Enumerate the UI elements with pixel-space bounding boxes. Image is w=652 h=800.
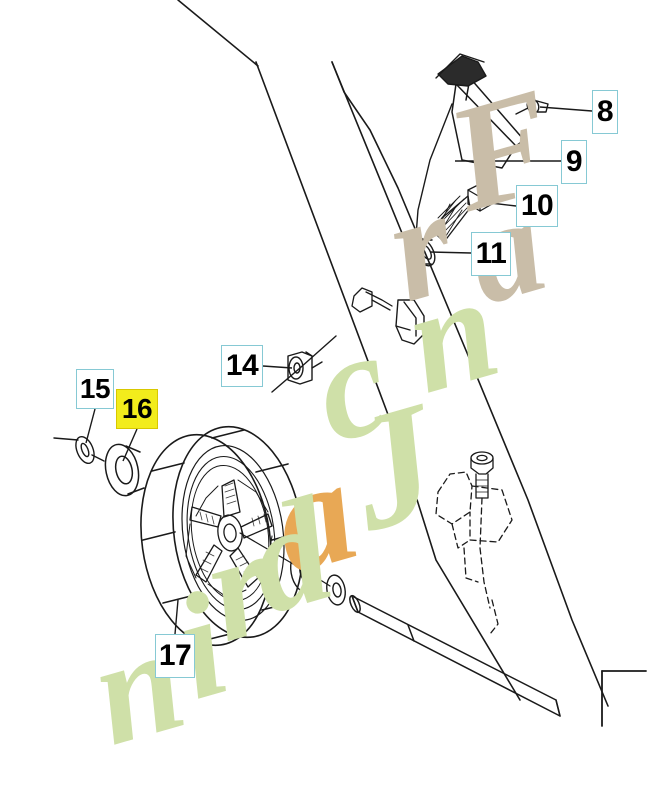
- axle-washer-small: [326, 574, 346, 606]
- part-17-wheel: [140, 425, 304, 647]
- callout-8[interactable]: 8: [592, 90, 618, 134]
- leader-line-14: [262, 365, 293, 369]
- leader-line-16: [122, 428, 138, 462]
- callout-16[interactable]: 16: [116, 389, 158, 429]
- part-11-washer: [412, 237, 436, 267]
- callout-10[interactable]: 10: [516, 185, 558, 227]
- part-16-hub-washer: [104, 443, 145, 497]
- leader-line-15: [85, 408, 96, 444]
- mount-bracket-hidden: [435, 471, 513, 635]
- axle-centerline: [239, 532, 331, 587]
- axle-shaft: [349, 594, 561, 717]
- wheel-spokes: [185, 479, 273, 599]
- part-14-rod: [271, 335, 337, 393]
- handle-tube-right: [331, 61, 609, 707]
- leader-line-8: [539, 106, 593, 112]
- part-10-threaded-bolt: [435, 183, 493, 243]
- leader-line-10: [481, 201, 517, 207]
- wheel-spoke-shading: [199, 482, 267, 573]
- handle-tube-far-left: [177, 0, 259, 67]
- cable-grip-bracket: [351, 287, 393, 313]
- corner-frame-mark: [601, 670, 647, 727]
- callout-9[interactable]: 9: [561, 140, 587, 184]
- top-handle-fitting: [437, 55, 487, 87]
- part-8-bolt: [515, 98, 549, 115]
- callout-14[interactable]: 14: [221, 345, 263, 387]
- part-9-plate: [451, 77, 525, 169]
- callout-11[interactable]: 11: [471, 232, 511, 276]
- axle-washer-large: [289, 548, 321, 594]
- leader-line-11: [429, 251, 472, 254]
- leader-line-17: [174, 599, 179, 635]
- part-15-small-washer: [53, 435, 105, 465]
- control-cable: [411, 103, 453, 301]
- mount-screw: [470, 451, 494, 499]
- callout-15[interactable]: 15: [76, 369, 114, 409]
- top-handle-fitting-outline: [435, 53, 485, 79]
- part-14-bushing: [287, 351, 323, 385]
- handle-tube-left: [255, 61, 521, 701]
- callout-17[interactable]: 17: [155, 634, 195, 678]
- lower-tube-end: [395, 299, 425, 345]
- leader-line-layer: [85, 106, 593, 635]
